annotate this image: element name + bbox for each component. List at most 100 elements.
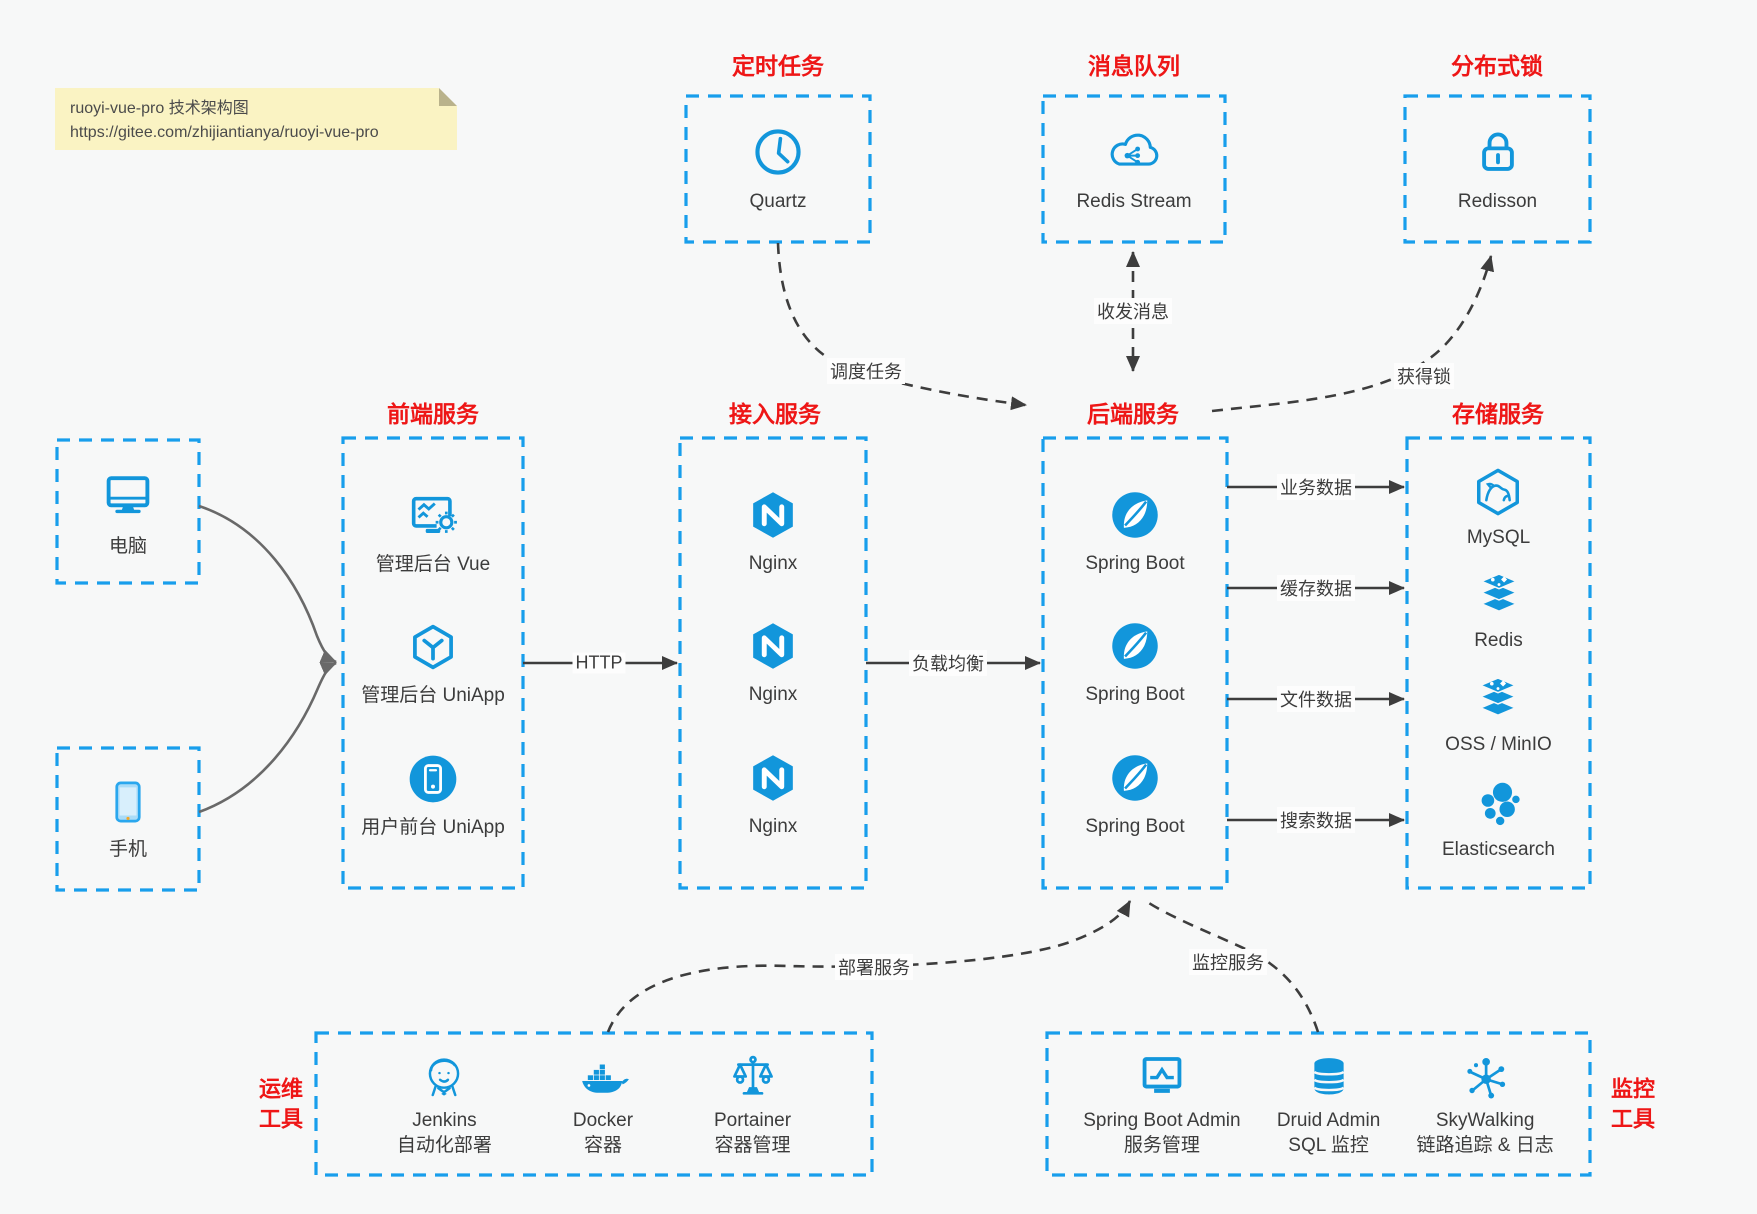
side-title-line: 工具	[258, 1106, 304, 1131]
spring-boot-admin-icon	[1135, 1050, 1189, 1104]
note-fold-corner	[439, 88, 457, 106]
edge-label-http: HTTP	[572, 652, 626, 674]
side-title-monitor-tools: 监控 工具	[1611, 1074, 1655, 1133]
column-title-storage-services: 存储服务	[1452, 401, 1544, 427]
node-label-line: 容器管理	[714, 1135, 791, 1156]
node-admin-uniapp: 管理后台 UniApp	[361, 619, 505, 708]
node-nginx-2: Nginx	[745, 618, 801, 707]
node-spring-boot-1: Spring Boot	[1085, 487, 1185, 576]
node-label: 管理后台 Vue	[375, 554, 491, 576]
node-portainer: Portainer 容器管理	[714, 1050, 791, 1158]
node-spring-boot-admin: Spring Boot Admin 服务管理	[1083, 1050, 1241, 1158]
group-title-scheduled-tasks: 定时任务	[732, 53, 824, 79]
node-skywalking: SkyWalking 链路追踪 & 日志	[1417, 1050, 1554, 1158]
node-label: 管理后台 UniApp	[361, 685, 505, 707]
smartphone-icon	[101, 775, 155, 829]
arrow-monitor-service	[1142, 897, 1320, 1033]
edge-label-load-balance: 负载均衡	[909, 650, 987, 676]
cloud-message-icon	[1105, 123, 1163, 181]
arrow-phone-to-frontend	[198, 661, 337, 814]
access-services-box: Nginx Nginx Nginx	[680, 438, 866, 888]
node-pc: 电脑	[97, 464, 159, 559]
column-title-backend-services: 后端服务	[1087, 401, 1179, 427]
admin-vue-icon	[404, 486, 462, 544]
portainer-icon	[726, 1050, 780, 1104]
node-label: Elasticsearch	[1442, 839, 1555, 861]
spring-boot-icon	[1107, 618, 1163, 674]
uniapp-cube-icon	[405, 619, 461, 675]
pc-client-box: 电脑	[57, 440, 199, 583]
node-label: 手机	[108, 839, 147, 861]
sticky-note: ruoyi-vue-pro 技术架构图 https://gitee.com/zh…	[55, 88, 457, 150]
backend-services-box: Spring Boot Spring Boot Spring Boot	[1043, 438, 1227, 888]
group-title-message-queue: 消息队列	[1088, 53, 1180, 79]
elasticsearch-icon	[1471, 776, 1527, 832]
node-spring-boot-3: Spring Boot	[1085, 750, 1185, 839]
access-services-box-border	[678, 436, 868, 890]
node-spring-boot-2: Spring Boot	[1085, 618, 1185, 707]
clock-icon	[749, 123, 807, 181]
node-label: Spring Boot Admin 服务管理	[1083, 1108, 1240, 1158]
node-label-line: SkyWalking	[1435, 1109, 1535, 1131]
edge-label-file-data: 文件数据	[1277, 686, 1355, 712]
side-title-ops-tools: 运维 工具	[259, 1074, 303, 1133]
frontend-services-box: 管理后台 Vue 管理后台 UniApp 用户前台 UniApp	[343, 438, 523, 888]
node-label-line: SQL 监控	[1288, 1135, 1369, 1156]
storage-services-box-border	[1405, 436, 1592, 890]
node-phone: 手机	[101, 775, 155, 862]
edge-label-deploy-service: 部署服务	[835, 954, 913, 980]
node-label-line: Docker	[572, 1109, 634, 1131]
edge-label-send-receive-message: 收发消息	[1094, 298, 1172, 324]
arrow-acquire-lock	[1211, 255, 1495, 413]
pc-client-box-border	[55, 438, 201, 585]
druid-icon	[1302, 1050, 1356, 1104]
node-label-line: 自动化部署	[396, 1135, 492, 1156]
node-label: Spring Boot	[1085, 684, 1185, 706]
edge-label-acquire-lock: 获得锁	[1394, 363, 1454, 389]
group-title-distributed-lock: 分布式锁	[1451, 53, 1543, 79]
spring-boot-icon	[1107, 750, 1163, 806]
distributed-lock-box: Redisson	[1405, 96, 1590, 242]
node-label: Nginx	[748, 816, 798, 838]
node-nginx-1: Nginx	[745, 487, 801, 576]
node-label-line: Jenkins	[412, 1109, 477, 1131]
node-label: Spring Boot	[1085, 552, 1185, 574]
nginx-icon	[745, 487, 801, 543]
node-admin-vue: 管理后台 Vue	[376, 486, 490, 577]
arrow-pc-to-frontend	[198, 504, 337, 664]
node-label-line: Druid Admin	[1276, 1109, 1381, 1131]
node-docker: Docker 容器	[573, 1050, 633, 1158]
edge-label-cache-data: 缓存数据	[1277, 575, 1355, 601]
node-label: Quartz	[749, 191, 807, 213]
scheduled-task-box-border	[684, 94, 872, 244]
message-queue-box-border	[1041, 94, 1227, 244]
column-title-access-services: 接入服务	[729, 401, 821, 427]
node-label-line: 服务管理	[1123, 1135, 1200, 1156]
node-quartz: Quartz	[749, 123, 807, 214]
monitor-tools-box-border	[1045, 1031, 1592, 1177]
node-label: OSS / MinIO	[1445, 733, 1552, 755]
side-title-line: 工具	[1610, 1106, 1656, 1131]
docker-icon	[576, 1050, 630, 1104]
node-nginx-3: Nginx	[745, 750, 801, 839]
node-label: Docker 容器	[573, 1108, 633, 1158]
node-redis: Redis	[1472, 569, 1526, 653]
nginx-icon	[745, 618, 801, 674]
node-jenkins: Jenkins 自动化部署	[397, 1050, 492, 1158]
node-redisson: Redisson	[1458, 123, 1537, 214]
node-label: Nginx	[748, 684, 798, 706]
user-app-icon	[405, 751, 461, 807]
lock-icon	[1469, 123, 1527, 181]
node-label-line: Spring Boot Admin	[1083, 1109, 1241, 1131]
node-label: Druid Admin SQL 监控	[1277, 1108, 1381, 1158]
storage-services-box: MySQL Redis OSS / MinIO Elasticsearch	[1407, 438, 1590, 888]
node-label: MySQL	[1466, 526, 1531, 548]
node-label: 电脑	[108, 535, 147, 557]
message-queue-box: Redis Stream	[1043, 96, 1225, 242]
edge-label-search-data: 搜索数据	[1277, 807, 1355, 833]
node-label: Redis	[1474, 630, 1523, 652]
ops-tools-box: Jenkins 自动化部署 Docker 容器 Portainer 容器管理	[316, 1033, 872, 1175]
node-label: Portainer 容器管理	[714, 1108, 791, 1158]
node-label-line: 容器	[583, 1135, 622, 1156]
